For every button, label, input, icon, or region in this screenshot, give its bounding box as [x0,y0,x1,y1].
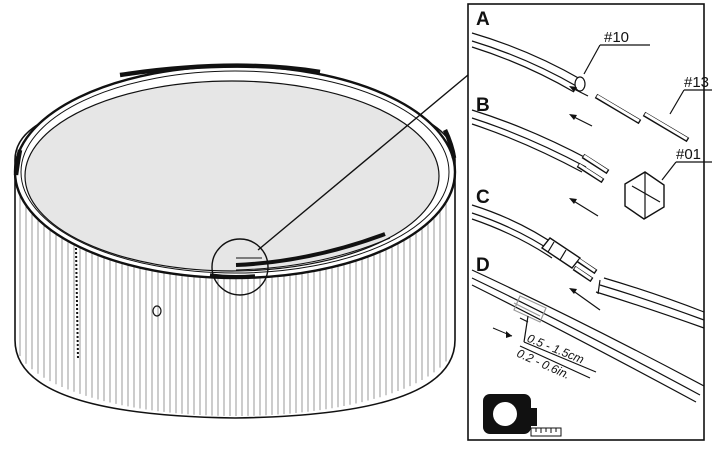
connector-part [624,171,665,220]
step-c-drawing [471,198,705,329]
step-label-a: A [476,9,490,30]
step-b-drawing [471,109,712,220]
wall-seam [75,247,79,361]
detail-panel [467,3,712,441]
part-label-pin: #13 [684,74,710,91]
pool-illustration [13,63,469,419]
wall-ribs [19,194,447,416]
step-label-d: D [476,255,490,276]
measuring-tape-icon [483,394,562,437]
part-label-connector: #01 [676,146,702,163]
pool-valve [152,305,162,317]
part-label-rail: #10 [604,29,630,46]
step-a-drawing [471,32,712,143]
step-label-b: B [476,95,490,116]
zoom-leader [257,74,469,251]
step-d-drawing [471,269,705,403]
step-label-c: C [476,187,490,208]
inner-rail [235,232,386,267]
zoom-circle [211,238,269,296]
pool-floor [24,80,440,272]
